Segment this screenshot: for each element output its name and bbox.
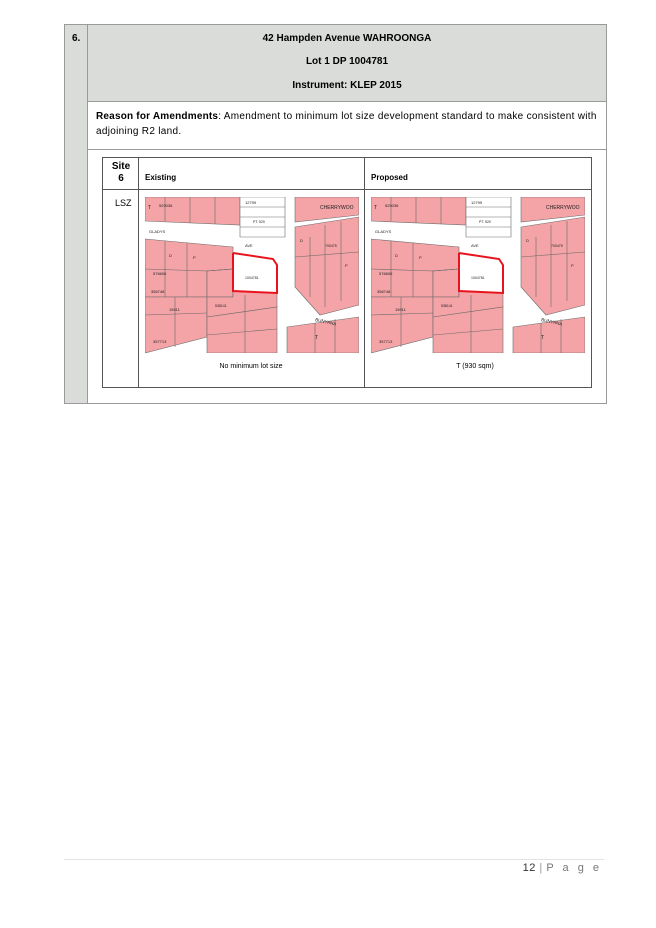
map-label: D [300,238,303,243]
map-label: T [374,205,377,211]
map-label: 538141 [215,304,227,308]
subject-lot [459,253,503,293]
map-label: BUNYANA [541,317,563,326]
parcel-block [432,306,504,353]
lot-line [520,251,585,258]
item-number: 6. [72,33,81,44]
map-label: 357713 [153,339,167,344]
parcel-block [145,197,241,226]
parcel-block [206,268,234,298]
lot-line [145,312,208,316]
site-label-text: Site [111,161,131,172]
cadastral-map: 529036T12799CHERRYWOOGLADYSAVE1004781576… [371,197,585,353]
page-word: P a g e [546,862,602,874]
map-label: 1004781 [245,276,259,280]
reason-label: Reason for Amendments [96,111,219,122]
map-label: AVE [471,243,479,248]
map-label: D [169,253,172,258]
parcel-block [432,268,460,298]
map-label: 357713 [379,339,393,344]
parcel-block [520,216,585,316]
map-label: P [419,255,422,260]
page-number: 12 [522,862,536,874]
item-instrument: Instrument: KLEP 2015 [292,80,402,91]
map-label: 356748 [151,289,165,294]
column-divider [138,158,139,387]
map-label: BUNYANA [315,317,337,326]
parcel-block [294,197,359,223]
reason-for-amendments: Reason for Amendments: Amendment to mini… [88,102,606,150]
site-number: 6 [118,173,124,184]
map-label: T [315,335,318,341]
parcel-block [371,197,467,226]
parcel-block [520,197,585,223]
lot-line [294,251,359,258]
map-label: D [395,253,398,258]
map-label: 15911 [395,307,407,312]
proposed-caption: T (930 sqm) [456,363,494,370]
map-label: 700475 [325,244,337,248]
map-label: CHERRYWOO [546,205,580,211]
header-divider [103,189,591,190]
map-label: P [571,263,574,268]
map-label: 576606 [379,271,393,276]
map-label: D [526,238,529,243]
map-label: GLADYS [375,229,392,234]
map-label: PT. 520 [479,220,491,224]
parcel-block [294,216,359,316]
subject-lot [233,253,277,293]
footer-divider [64,859,604,860]
parcel-block [206,306,278,353]
lot-line [371,268,434,272]
map-label: P [193,255,196,260]
map-label: 1004781 [471,276,485,280]
lot-line [371,312,434,316]
footer-separator: | [539,862,543,874]
cadastral-map: 529036T12799CHERRYWOOGLADYSAVE1004781576… [145,197,359,353]
lot-line [432,268,460,272]
proposed-header: Proposed [371,173,408,182]
item-header: 42 Hampden Avenue WAHROONGA Lot 1 DP 100… [88,25,606,102]
lot-line [145,268,208,272]
map-label: 576606 [153,271,167,276]
row-label-lsz: LSZ [115,198,132,208]
item-address: 42 Hampden Avenue WAHROONGA [262,33,432,44]
existing-caption: No minimum lot size [219,363,283,370]
subject-lot-outline [458,252,504,295]
item-number-column: 6. [65,25,88,403]
page-footer: 12 | P a g e [523,862,602,874]
map-label: 529036 [385,203,399,208]
lot-line [432,328,504,336]
map-label: PT. 520 [253,220,265,224]
existing-header: Existing [145,173,177,182]
map-label: 12799 [471,200,483,205]
map-label: 529036 [159,203,173,208]
map-label: T [541,335,544,341]
lot-line [206,268,234,272]
map-label: GLADYS [149,229,166,234]
subject-lot-outline [232,252,278,295]
amendment-item-table: 6. 42 Hampden Avenue WAHROONGA Lot 1 DP … [64,24,607,404]
map-label: CHERRYWOO [320,205,354,211]
map-label: T [148,205,151,211]
lot-line [206,328,278,336]
map-label: 15911 [169,307,181,312]
site-label: Site 6 [103,161,139,185]
map-label: 356748 [377,289,391,294]
reason-text: : Amendment to minimum lot size developm… [96,111,597,137]
column-divider [364,158,365,387]
map-label: 538141 [441,304,453,308]
map-label: 12799 [245,200,257,205]
map-label: 700475 [551,244,563,248]
item-lot: Lot 1 DP 1004781 [305,56,389,67]
map-label: P [345,263,348,268]
map-label: AVE [245,243,253,248]
